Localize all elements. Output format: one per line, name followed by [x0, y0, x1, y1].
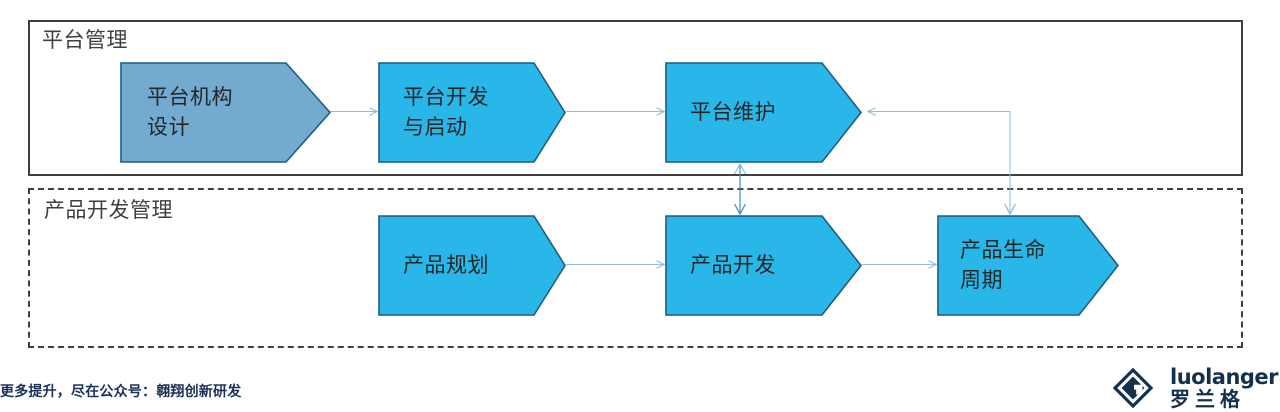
process-node-label: 产品规划 — [403, 253, 489, 277]
process-node-label: 平台维护 — [690, 100, 776, 124]
swimlane-title-platform-management: 平台管理 — [42, 29, 128, 52]
process-node-product-lifecycle[interactable]: 产品生命 周期 — [937, 215, 1120, 316]
process-node-platform-structure-design[interactable]: 平台机构 设计 — [120, 62, 332, 163]
process-node-label: 平台机构 设计 — [147, 85, 233, 139]
chevron-shape — [665, 62, 863, 163]
brand-name-en: luolanger — [1170, 364, 1279, 389]
process-node-label: 产品开发 — [690, 253, 776, 277]
chevron-shape — [378, 62, 566, 163]
footer-promo-text: 更多提升，尽在公众号：翱翔创新研发 — [0, 383, 242, 399]
process-node-product-planning[interactable]: 产品规划 — [378, 215, 566, 316]
brand-logo: luolanger 罗兰格 — [1104, 365, 1280, 411]
chevron-shape — [378, 215, 566, 316]
process-node-platform-dev-launch[interactable]: 平台开发 与启动 — [378, 62, 566, 163]
swimlane-product-development-management: 产品开发管理 — [28, 188, 1243, 348]
process-node-product-development[interactable]: 产品开发 — [665, 215, 863, 316]
swimlane-platform-management: 平台管理 — [28, 20, 1243, 176]
brand-text: luolanger 罗兰格 — [1170, 364, 1279, 411]
process-node-platform-maintenance[interactable]: 平台维护 — [665, 62, 863, 163]
chevron-shape — [665, 215, 863, 316]
chevron-shape — [120, 62, 332, 163]
swimlane-title-product-development-management: 产品开发管理 — [44, 199, 173, 222]
luolanger-diamond-icon — [1112, 368, 1154, 408]
process-node-label: 平台开发 与启动 — [403, 85, 489, 139]
chevron-shape — [937, 215, 1120, 316]
brand-name-cn: 罗兰格 — [1170, 388, 1245, 411]
process-node-label: 产品生命 周期 — [960, 238, 1046, 292]
